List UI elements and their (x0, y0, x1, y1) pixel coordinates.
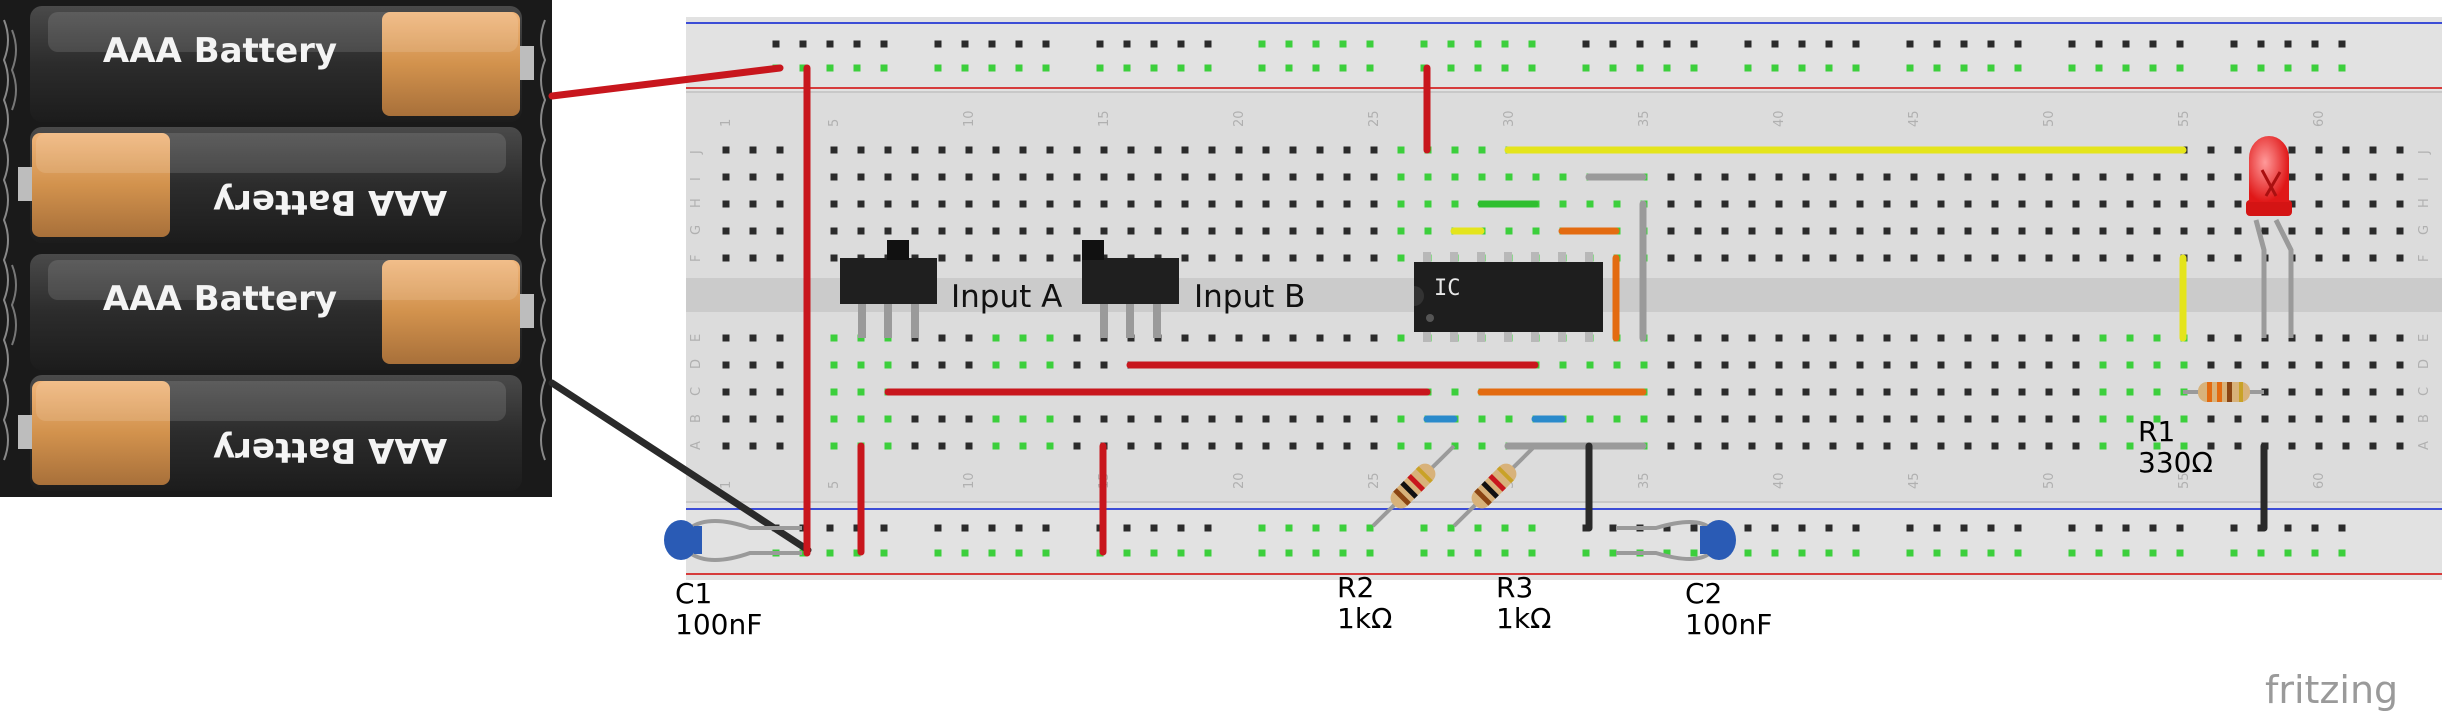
battery-cell-2: AAA Battery (18, 127, 522, 243)
battery-negative-wire[interactable] (548, 379, 812, 554)
wires[interactable] (548, 64, 2268, 557)
fritzing-logo: fritzing (2265, 668, 2399, 712)
column-number-top: 10 (962, 110, 977, 127)
c2-value: 100nF (1685, 608, 1773, 641)
row-letter: H (689, 198, 704, 208)
column-number-bottom: 35 (1637, 472, 1652, 489)
column-number-bottom: 55 (2177, 472, 2192, 489)
battery-cell-3: AAA Battery (30, 254, 534, 370)
row-letter: B (2417, 414, 2432, 423)
column-number-top: 45 (1907, 110, 1922, 127)
row-letter: G (689, 225, 704, 235)
battery-label-3: AAA Battery (103, 279, 337, 319)
row-letter: A (689, 441, 704, 450)
row-letter: I (689, 177, 704, 181)
battery-label-1: AAA Battery (103, 31, 337, 71)
battery-cell-4: AAA Battery (18, 375, 522, 491)
column-number-bottom: 1 (719, 481, 734, 489)
resistor-r2[interactable] (1371, 444, 1456, 528)
column-number-top: 1 (719, 119, 734, 127)
column-number-bottom: 20 (1232, 472, 1247, 489)
r3-name: R3 (1496, 571, 1534, 604)
resistor-r1[interactable] (2183, 382, 2264, 402)
row-letter: E (2417, 334, 2432, 342)
row-letter: D (689, 359, 704, 369)
resistor-r3[interactable] (1452, 444, 1537, 528)
c1-value: 100nF (675, 608, 763, 641)
resistor-r2-label: R2 1kΩ (1337, 572, 1392, 634)
row-letter: C (689, 387, 704, 396)
c2-name: C2 (1685, 577, 1723, 610)
row-letter: E (689, 334, 704, 342)
column-number-bottom: 25 (1367, 472, 1382, 489)
row-letter: I (2417, 177, 2432, 181)
column-number-bottom: 5 (827, 481, 842, 489)
row-letter: H (2417, 198, 2432, 208)
battery-label-4: AAA Battery (213, 430, 447, 470)
row-letter: J (689, 150, 704, 155)
switch-input-b[interactable] (1082, 240, 1179, 338)
column-number-top: 40 (1772, 110, 1787, 127)
resistor-r3-label: R3 1kΩ (1496, 572, 1551, 634)
row-letter: D (2417, 359, 2432, 369)
r1-name: R1 (2138, 415, 2176, 448)
row-letter: B (689, 414, 704, 423)
column-number-top: 25 (1367, 110, 1382, 127)
row-letter: A (2417, 441, 2432, 450)
switch-b-label: Input B (1194, 279, 1306, 315)
ic-chip[interactable] (1414, 252, 1603, 342)
ic-label: IC (1434, 276, 1461, 301)
led-red[interactable] (2246, 136, 2294, 338)
r2-name: R2 (1337, 571, 1375, 604)
column-number-top: 50 (2042, 110, 2057, 127)
row-letter: C (2417, 387, 2432, 396)
battery-label-2: AAA Battery (213, 182, 447, 222)
r1-value: 330Ω (2138, 446, 2213, 479)
column-number-bottom: 50 (2042, 472, 2057, 489)
column-number-bottom: 40 (1772, 472, 1787, 489)
column-number-top: 5 (827, 119, 842, 127)
resistor-r1-label: R1 330Ω (2138, 416, 2213, 478)
row-letter: G (2417, 225, 2432, 235)
row-letter: J (2417, 150, 2432, 155)
capacitor-c2-label: C2 100nF (1685, 578, 1772, 640)
breadboard-row-letters: J J I I H H G G F F E E D D C C B B A A (689, 150, 2432, 450)
row-letter: F (689, 255, 704, 262)
r2-value: 1kΩ (1337, 602, 1393, 635)
column-number-bottom: 60 (2312, 472, 2327, 489)
row-letter: F (2417, 255, 2432, 262)
capacitor-c1[interactable] (664, 519, 802, 562)
column-number-top: 15 (1097, 110, 1112, 127)
column-number-top: 35 (1637, 110, 1652, 127)
column-number-top: 60 (2312, 110, 2327, 127)
column-number-bottom: 10 (962, 472, 977, 489)
battery-cell-1: AAA Battery (30, 6, 534, 122)
battery-positive-wire[interactable] (548, 64, 784, 100)
column-number-bottom: 45 (1907, 472, 1922, 489)
capacitor-c1-label: C1 100nF (675, 578, 762, 640)
switch-input-a[interactable] (840, 240, 937, 338)
column-number-top: 55 (2177, 110, 2192, 127)
switch-a-label: Input A (951, 279, 1063, 315)
c1-name: C1 (675, 577, 713, 610)
column-number-top: 20 (1232, 110, 1247, 127)
capacitor-c2[interactable] (1616, 520, 1736, 561)
r3-value: 1kΩ (1496, 602, 1552, 635)
column-number-top: 30 (1502, 110, 1517, 127)
